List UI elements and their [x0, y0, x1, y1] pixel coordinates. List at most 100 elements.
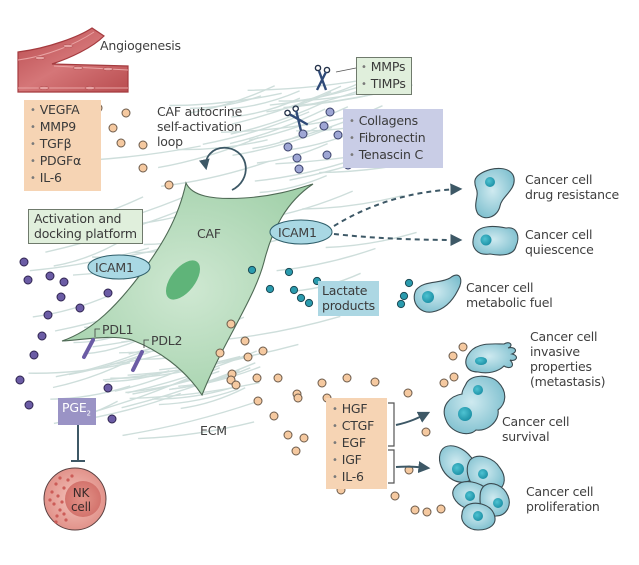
ecm-fiber: [232, 126, 333, 156]
growth-factor-dot: [215, 348, 225, 358]
growth-factor-dot: [421, 427, 431, 437]
lactate-dot: [289, 285, 299, 295]
growth-factor-dot: [138, 140, 148, 150]
arrow-to-drug-resistance: [333, 183, 463, 227]
ecm-fiber: [190, 95, 262, 109]
growth-factor-dot: [138, 163, 148, 173]
growth-factor-dot: [243, 352, 253, 362]
enzyme-item: TIMPs: [361, 76, 406, 93]
activation-docking-platform-box: Activation and docking platform: [28, 209, 143, 244]
ecm-fiber: [220, 116, 349, 133]
ecm-fiber: [32, 294, 111, 318]
ecm-fiber: [231, 85, 342, 125]
ecm-fiber: [230, 90, 300, 110]
outcome-drug-resistance: Cancer cell drug resistance: [525, 172, 620, 202]
nk-granule: [66, 478, 70, 482]
growth-factor-item: IGF: [332, 452, 387, 469]
growth-factor-dot: [283, 430, 293, 440]
enzymes-callout-line: [335, 67, 357, 73]
nk-granule: [62, 512, 66, 516]
lactate-dot: [399, 291, 409, 301]
growth-factor-item: IL-6: [332, 469, 387, 486]
nk-granule: [54, 520, 58, 524]
caf-nucleus: [165, 260, 201, 300]
caf-label: CAF: [197, 226, 221, 241]
nk-granule: [60, 500, 64, 504]
growth-factor-brackets: [388, 402, 395, 484]
nk-granule: [55, 514, 59, 518]
ecm-protein-dot: [283, 142, 293, 152]
growth-factor-dot: [403, 388, 413, 398]
ecm-fiber: [29, 247, 150, 272]
nk-granule: [56, 494, 60, 498]
icam1-left-label: ICAM1: [95, 260, 134, 275]
remodelling-enzymes-box: MMPs TIMPs: [356, 57, 412, 95]
pge2-dot: [56, 292, 66, 302]
ecm-fiber: [230, 101, 326, 135]
pge2-dot: [103, 288, 113, 298]
arrow-to-proliferation: [395, 461, 431, 474]
growth-factor-dot: [436, 504, 446, 514]
icam1-right-label: ICAM1: [278, 225, 317, 240]
arrow-to-survival: [395, 411, 431, 426]
growth-factor-dot: [342, 373, 352, 383]
ecm-protein-dot: [322, 150, 332, 160]
autocrine-loop-label: CAF autocrine self-activation loop: [157, 104, 243, 149]
growth-factor-dot: [253, 396, 263, 406]
ecm-fiber: [231, 97, 301, 118]
growth-factor-item: HGF: [332, 401, 387, 418]
ecm-fiber: [161, 160, 269, 187]
growth-factor-dot: [258, 346, 268, 356]
ecm-protein-dot: [325, 107, 335, 117]
nk-granule: [58, 476, 62, 480]
ecm-fiber: [121, 362, 256, 409]
outcome-proliferation: Cancer cell proliferation: [526, 484, 600, 514]
pge2-dot: [103, 383, 113, 393]
outcome-invasive-properties: Cancer cell invasive properties (metasta…: [530, 329, 606, 389]
pdl1-label: PDL1: [102, 322, 134, 337]
ecm-label: ECM: [200, 423, 227, 438]
factor-item: IL-6: [30, 170, 101, 187]
factor-item: VEGFA: [30, 102, 101, 119]
ecm-protein-item: Fibronectin: [349, 130, 443, 147]
pge2-box: PGE2: [58, 398, 96, 425]
pge2-dot: [43, 310, 53, 320]
ecm-fiber: [256, 142, 328, 164]
ecm-fiber: [129, 381, 260, 400]
ecm-fiber: [276, 247, 376, 272]
blood-vessel-icon: [17, 27, 129, 93]
growth-factor-dot: [317, 378, 327, 388]
factor-item: TGFβ: [30, 136, 101, 153]
ecm-fiber: [53, 242, 118, 267]
pdl2-label: PDL2: [151, 333, 183, 348]
icam1-right-receptor: [269, 219, 333, 245]
growth-factor-dot: [291, 446, 301, 456]
cancer-cell-drug-resistance: [474, 167, 515, 219]
ecm-protein-dot: [333, 130, 343, 140]
pge2-dot: [75, 303, 85, 313]
nk-granule: [58, 508, 62, 512]
ecm-fiber: [158, 388, 239, 406]
ecm-protein-dot: [298, 129, 308, 139]
growth-factor-dot: [252, 373, 262, 383]
ecm-protein-dot: [294, 164, 304, 174]
pge2-dot: [23, 275, 33, 285]
lactate-dot: [247, 265, 257, 275]
cancer-cell-metabolic-fuel: [413, 274, 462, 313]
lactate-products-box: Lactate products: [318, 281, 379, 316]
nk-granule: [52, 502, 56, 506]
ecm-fiber: [302, 194, 403, 210]
ecm-fiber: [159, 343, 299, 371]
pge2-dot: [15, 375, 25, 385]
pge2-dot: [45, 271, 55, 281]
growth-factor-dot: [422, 507, 432, 517]
growth-factor-item: EGF: [332, 435, 387, 452]
autocrine-loop-arrow-icon: [199, 146, 247, 191]
growth-factor-dot: [231, 380, 241, 390]
angiogenic-factors-box: VEGFA MMP9 TGFβ PDGFα IL-6: [24, 100, 101, 191]
ecm-fiber: [104, 369, 170, 383]
growth-factor-item: CTGF: [332, 418, 387, 435]
pge2-dot: [37, 331, 47, 341]
pge2-dot: [19, 257, 29, 267]
